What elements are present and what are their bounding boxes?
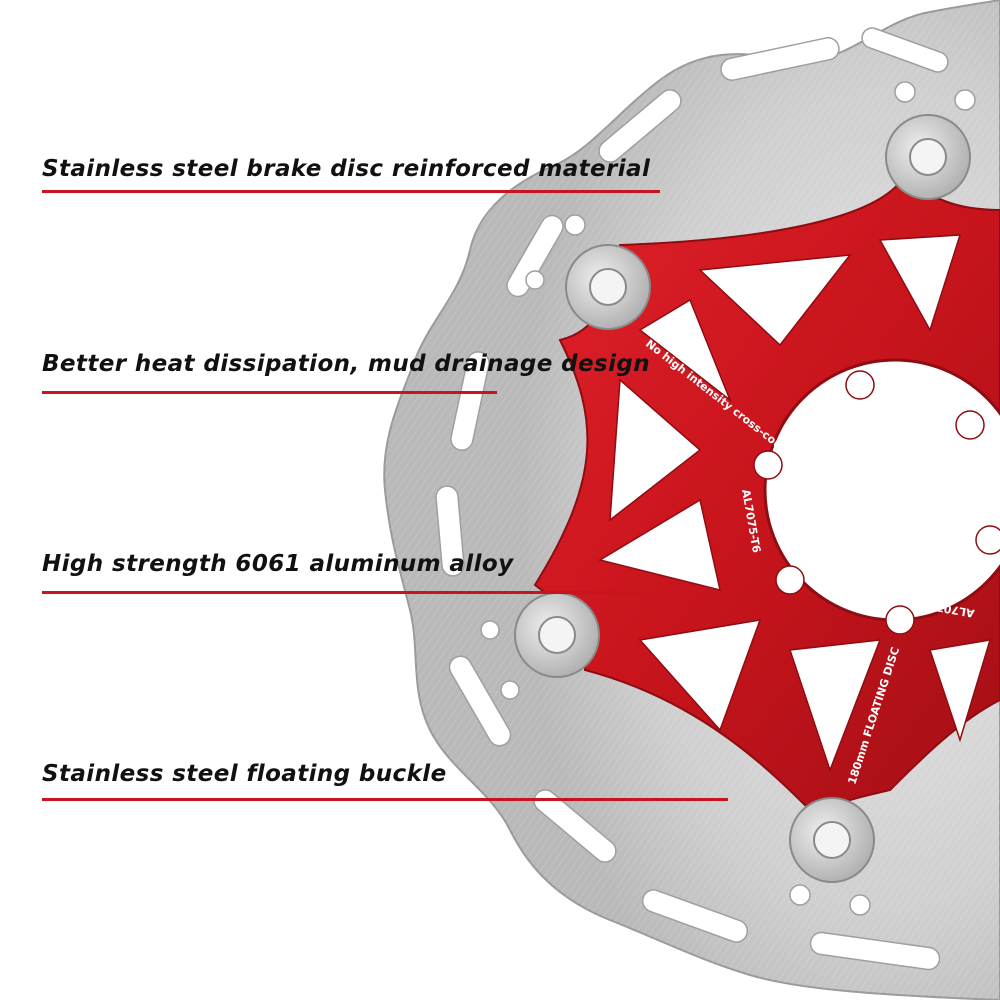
feature-label-aluminum-alloy: High strength 6061 aluminum alloy <box>42 551 514 577</box>
red-aluminum-spider <box>533 173 1000 817</box>
feature-underline-floating-buckle <box>42 798 728 801</box>
feature-label-floating-buckle: Stainless steel floating buckle <box>42 761 447 787</box>
feature-underline-material <box>42 190 660 193</box>
floating-buckle-top <box>885 114 971 200</box>
feature-underline-aluminum-alloy <box>42 591 730 594</box>
floating-buckle-upper-left <box>565 244 651 330</box>
floating-buckle-bottom <box>789 797 875 883</box>
rotor-cooling-slots <box>435 27 976 971</box>
floating-buckles <box>514 114 971 883</box>
feature-label-heat-dissipation: Better heat dissipation, mud drainage de… <box>42 351 651 377</box>
feature-underline-heat-dissipation <box>42 391 497 394</box>
feature-label-material: Stainless steel brake disc reinforced ma… <box>42 156 651 182</box>
floating-buckle-lower-left <box>514 592 600 678</box>
